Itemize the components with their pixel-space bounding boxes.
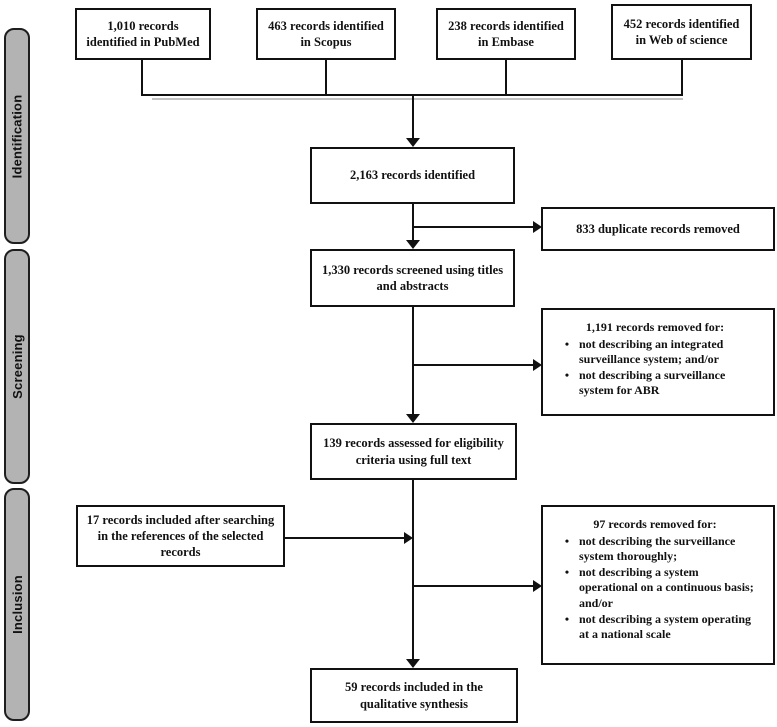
flow-box-identified: 2,163 records identified <box>310 147 515 204</box>
flow-box-eligibility: 139 records assessed for eligibility cri… <box>310 423 517 480</box>
bullet-icon: • <box>564 611 570 626</box>
connector-join-horizontal-echo <box>152 98 683 100</box>
arrowhead-references-merge <box>404 532 413 544</box>
connector-references-merge <box>285 537 405 539</box>
phase-label-inclusion: Inclusion <box>9 575 25 634</box>
arrowhead-into-identified <box>406 138 420 147</box>
removed-eligibility-title: 97 records removed for: <box>593 517 717 531</box>
bullet-text: not describing the surveillance system t… <box>579 533 736 564</box>
phase-label-screening: Screening <box>9 334 25 399</box>
arrowhead-into-included <box>406 659 420 668</box>
connector-branch-removed-screening <box>414 364 533 366</box>
connector-drop-scopus <box>325 60 327 96</box>
bullet-text: not describing a system operating at a n… <box>579 611 751 642</box>
bullet-icon: • <box>564 367 570 382</box>
removed-screening-bullet-1: • not describing an integrated surveilla… <box>555 337 755 368</box>
arrowhead-into-screened <box>406 240 420 249</box>
flow-box-references-included: 17 records included after searching in t… <box>76 505 285 567</box>
flow-box-screened: 1,330 records screened using titles and … <box>310 249 515 307</box>
phase-bar-inclusion: Inclusion <box>4 488 30 721</box>
bullet-text: not describing a surveillance system for… <box>579 367 726 398</box>
connector-drop-web-of-science <box>681 60 683 96</box>
flow-box-pubmed: 1,010 records identified in PubMed <box>75 8 211 60</box>
flow-box-removed-eligibility: 97 records removed for: • not describing… <box>541 505 775 665</box>
connector-branch-duplicates <box>414 226 533 228</box>
flow-box-included: 59 records included in the qualitative s… <box>310 668 518 723</box>
phase-bar-screening: Screening <box>4 249 30 484</box>
bullet-text: not describing an integrated surveillanc… <box>579 336 724 367</box>
connector-join-to-identified <box>412 96 414 139</box>
flow-box-duplicates-removed: 833 duplicate records removed <box>541 207 775 251</box>
flow-box-removed-screening: 1,191 records removed for: • not describ… <box>541 308 775 416</box>
connector-screened-to-eligibility <box>412 307 414 414</box>
bullet-text: not describing a system operational on a… <box>579 564 754 610</box>
flow-box-embase: 238 records identified in Embase <box>436 8 576 60</box>
flow-box-web-of-science: 452 records identified in Web of science <box>611 4 752 60</box>
flow-box-scopus: 463 records identified in Scopus <box>256 8 396 60</box>
connector-branch-removed-eligibility <box>414 585 533 587</box>
bullet-icon: • <box>564 336 570 351</box>
arrowhead-into-eligibility <box>406 414 420 423</box>
connector-identified-to-screened <box>412 204 414 240</box>
connector-drop-pubmed <box>141 60 143 96</box>
phase-label-identification: Identification <box>9 94 25 178</box>
removed-screening-title: 1,191 records removed for: <box>585 320 725 334</box>
connector-eligibility-to-included <box>412 480 414 659</box>
bullet-icon: • <box>564 533 570 548</box>
connector-drop-embase <box>505 60 507 96</box>
removed-eligibility-bullet-2: • not describing a system operational on… <box>555 565 755 612</box>
connector-join-horizontal <box>141 94 683 96</box>
phase-bar-identification: Identification <box>4 28 30 244</box>
removed-eligibility-bullet-3: • not describing a system operating at a… <box>555 612 755 643</box>
arrowhead-into-removed-eligibility <box>533 580 542 592</box>
arrowhead-into-duplicates <box>533 221 542 233</box>
removed-eligibility-bullet-1: • not describing the surveillance system… <box>555 534 755 565</box>
bullet-icon: • <box>564 564 570 579</box>
arrowhead-into-removed-screening <box>533 359 542 371</box>
removed-screening-bullet-2: • not describing a surveillance system f… <box>555 368 755 399</box>
